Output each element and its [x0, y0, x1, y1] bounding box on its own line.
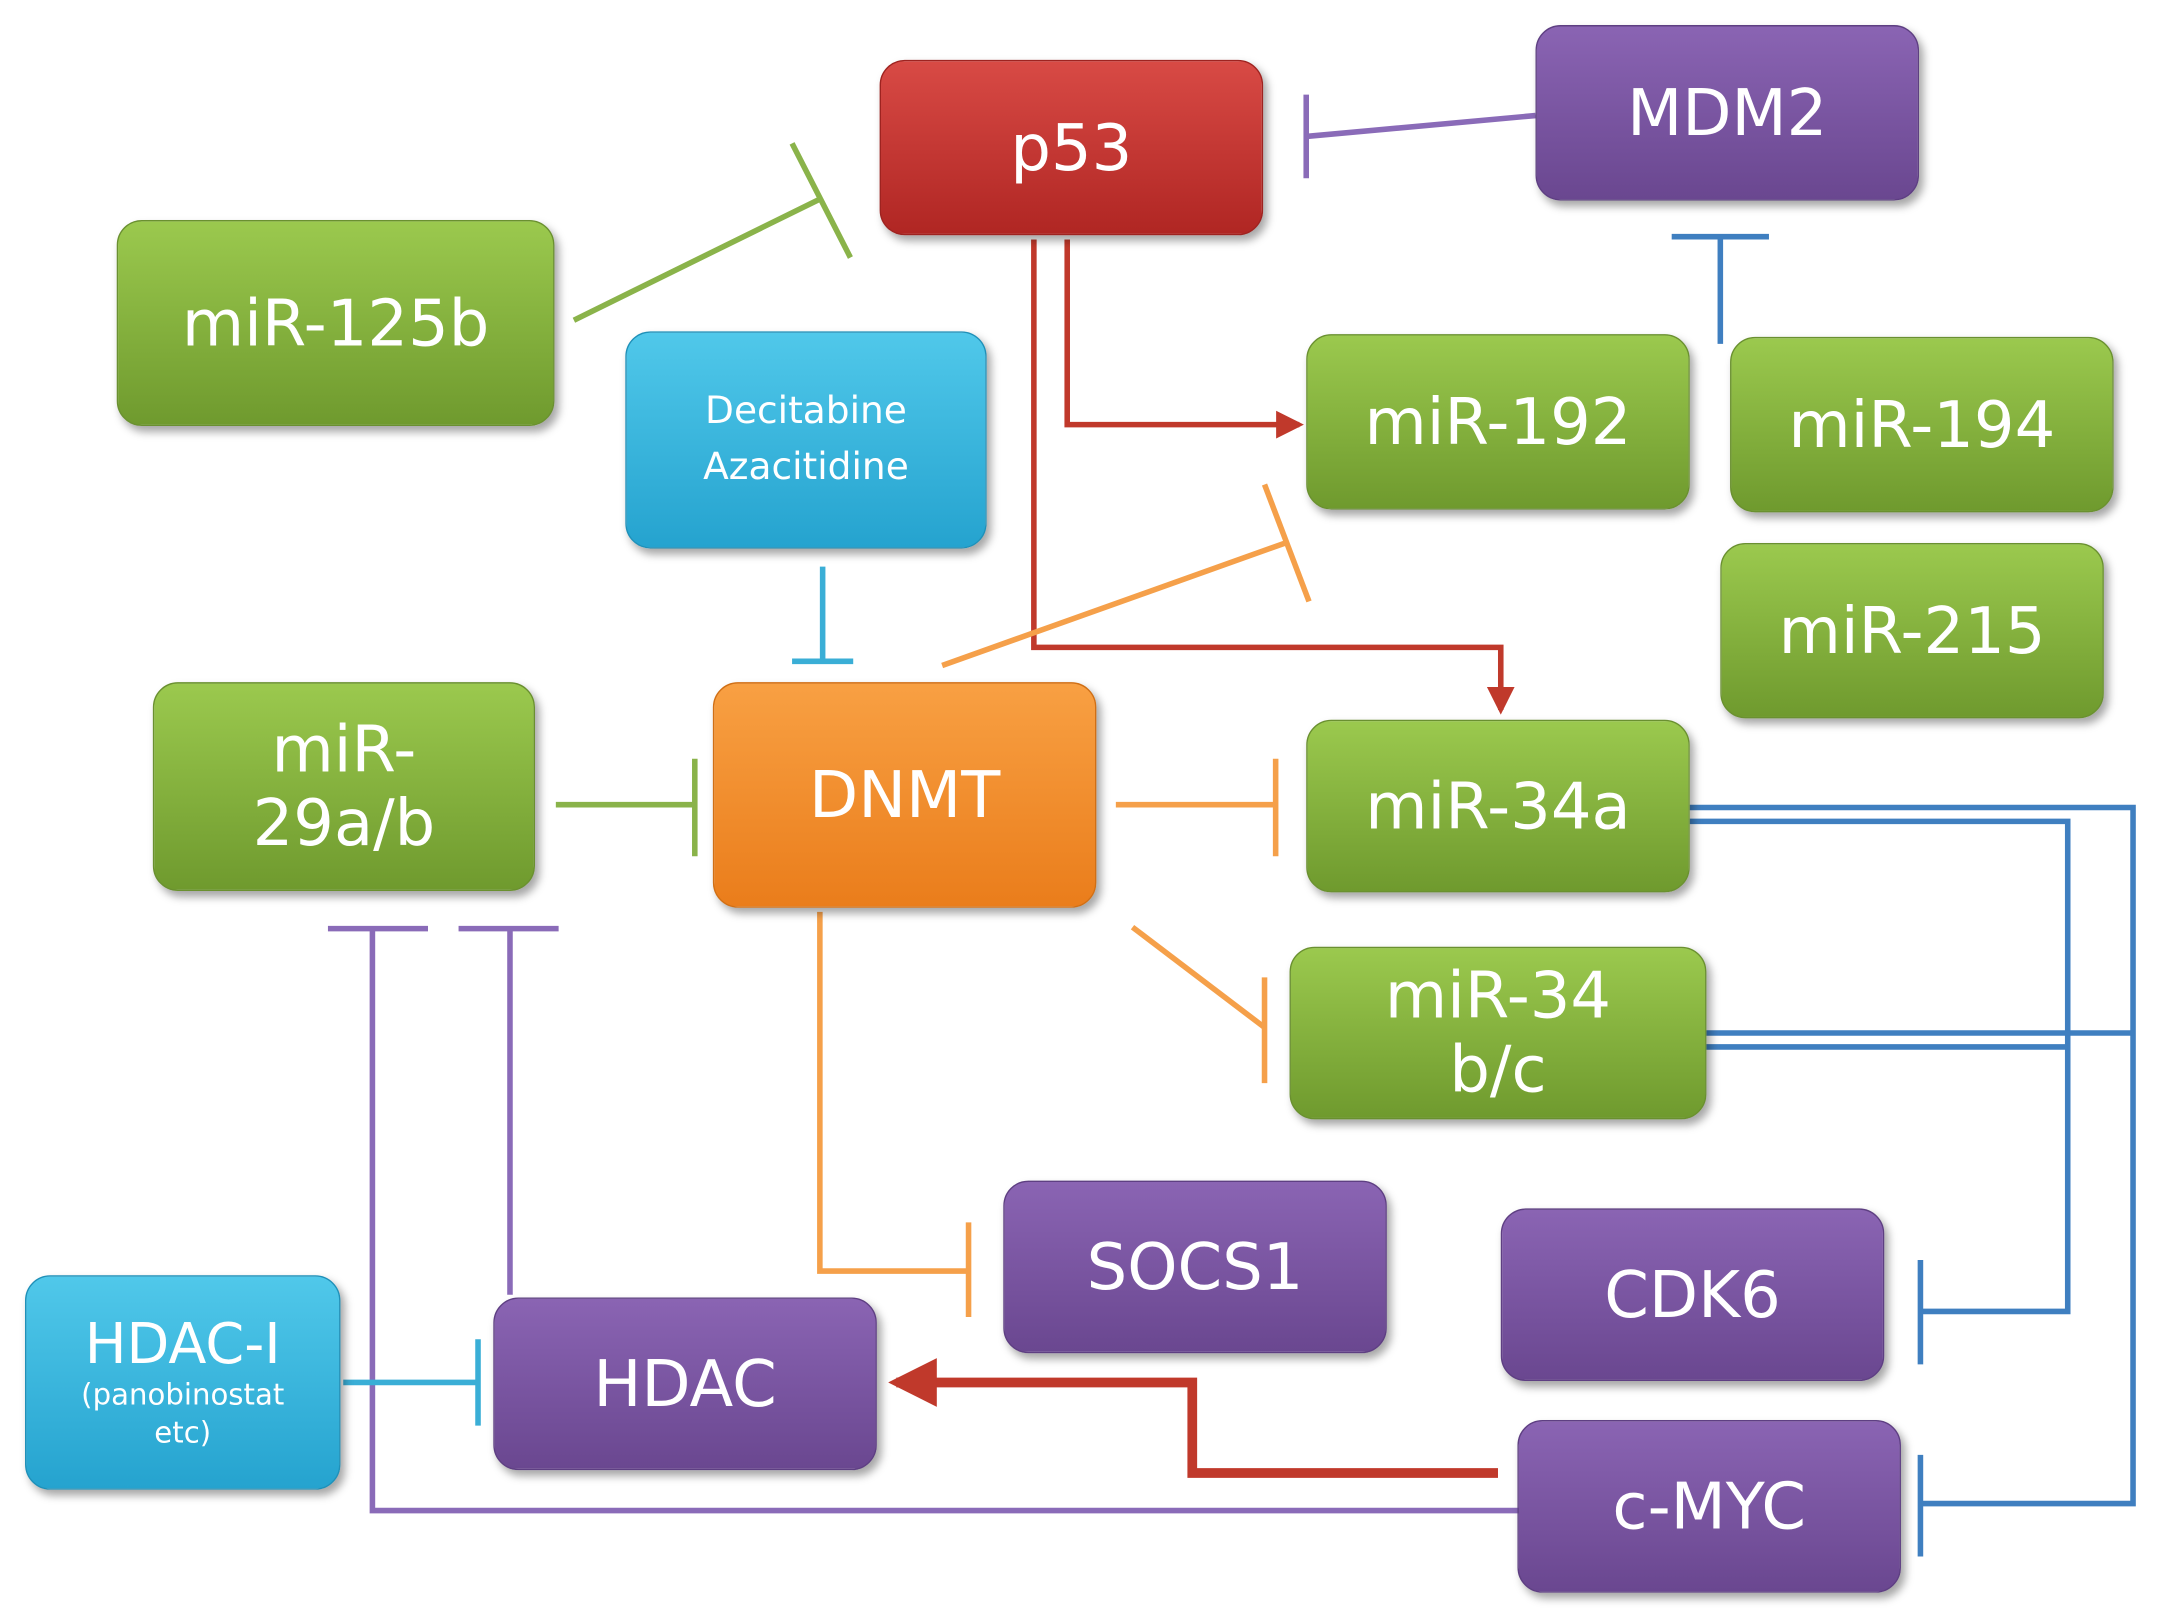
node-p53-label: p53: [1010, 109, 1133, 185]
node-mir34a: miR-34a: [1306, 719, 1690, 893]
edge-dnmt-inhibits-mir192: [941, 483, 1312, 669]
edge-dnmt-inhibits-socs1: [817, 911, 972, 1318]
node-cdk6: CDK6: [1500, 1208, 1885, 1382]
node-hdac-inhibitor-label: HDAC-I: [84, 1312, 281, 1377]
node-azacitidine-label: Azacitidine: [703, 445, 909, 489]
node-socs1-label: SOCS1: [1086, 1228, 1304, 1304]
node-mir29ab-label-line1: miR-: [271, 711, 417, 787]
edge-drugs-inhibit-dnmt: [792, 566, 854, 665]
node-hdac: HDAC: [493, 1297, 877, 1471]
node-mir34a-label: miR-34a: [1365, 767, 1631, 844]
node-p53: p53: [879, 59, 1264, 236]
edge-hdaci-inhibits-hdac: [343, 1339, 481, 1426]
edge-cmyc-activates-hdac: [888, 1358, 1498, 1478]
edge-p53-activates-mir192: [1064, 239, 1304, 439]
node-hdac-label: HDAC: [593, 1345, 777, 1421]
node-mir192-label: miR-192: [1364, 383, 1632, 459]
node-cmyc: c-MYC: [1517, 1420, 1901, 1593]
edge-mir29-inhibits-dnmt: [555, 758, 698, 857]
node-hdac-inhibitor-detail-line2: etc): [154, 1415, 212, 1450]
node-mir125b-label: miR-125b: [181, 284, 490, 360]
node-mdm2-label: MDM2: [1627, 74, 1828, 150]
node-mir215: miR-215: [1720, 542, 2104, 719]
edge-mir34-inhibits-cdk6-cmyc: [1689, 804, 2136, 1557]
node-mdm2: MDM2: [1535, 25, 1920, 201]
edge-dnmt-inhibits-mir34bc: [1130, 924, 1268, 1084]
node-cmyc-label: c-MYC: [1612, 1468, 1806, 1544]
node-socs1: SOCS1: [1003, 1180, 1387, 1354]
edge-mir194-inhibits-mdm2: [1671, 233, 1769, 344]
node-dnmt-label: DNMT: [809, 756, 1001, 832]
node-mir29ab-label-line2: 29a/b: [252, 785, 436, 861]
edge-hdac-inhibits-mir29: [458, 925, 559, 1295]
edge-cmyc-inhibits-mir29: [327, 925, 1568, 1514]
node-mir29ab: miR- 29a/b: [152, 682, 535, 892]
edge-dnmt-inhibits-mir34a: [1115, 758, 1279, 857]
node-mir34bc-label-line1: miR-34: [1384, 957, 1612, 1034]
node-mir215-label: miR-215: [1778, 592, 2046, 668]
node-decitabine-azacitidine: Decitabine Azacitidine: [625, 331, 987, 549]
node-hdac-inhibitor-detail-line1: (panobinostat: [81, 1377, 285, 1412]
node-hdac-inhibitor: HDAC-I (panobinostat etc): [25, 1275, 341, 1490]
node-mir125b: miR-125b: [116, 219, 555, 427]
node-dnmt: DNMT: [712, 682, 1097, 908]
node-mir34bc-label-line2: b/c: [1449, 1031, 1547, 1107]
edge-mir125b-inhibits-p53: [572, 142, 853, 323]
node-decitabine-label: Decitabine: [705, 389, 907, 433]
node-mir194: miR-194: [1730, 336, 2114, 513]
edge-p53-activates-mir34a: [1031, 239, 1515, 715]
edge-mdm2-inhibits-p53: [1303, 94, 1536, 179]
node-cdk6-label: CDK6: [1604, 1256, 1781, 1332]
node-mir194-label: miR-194: [1788, 386, 2056, 462]
node-mir192: miR-192: [1306, 334, 1690, 510]
node-mir34bc: miR-34 b/c: [1289, 946, 1707, 1120]
